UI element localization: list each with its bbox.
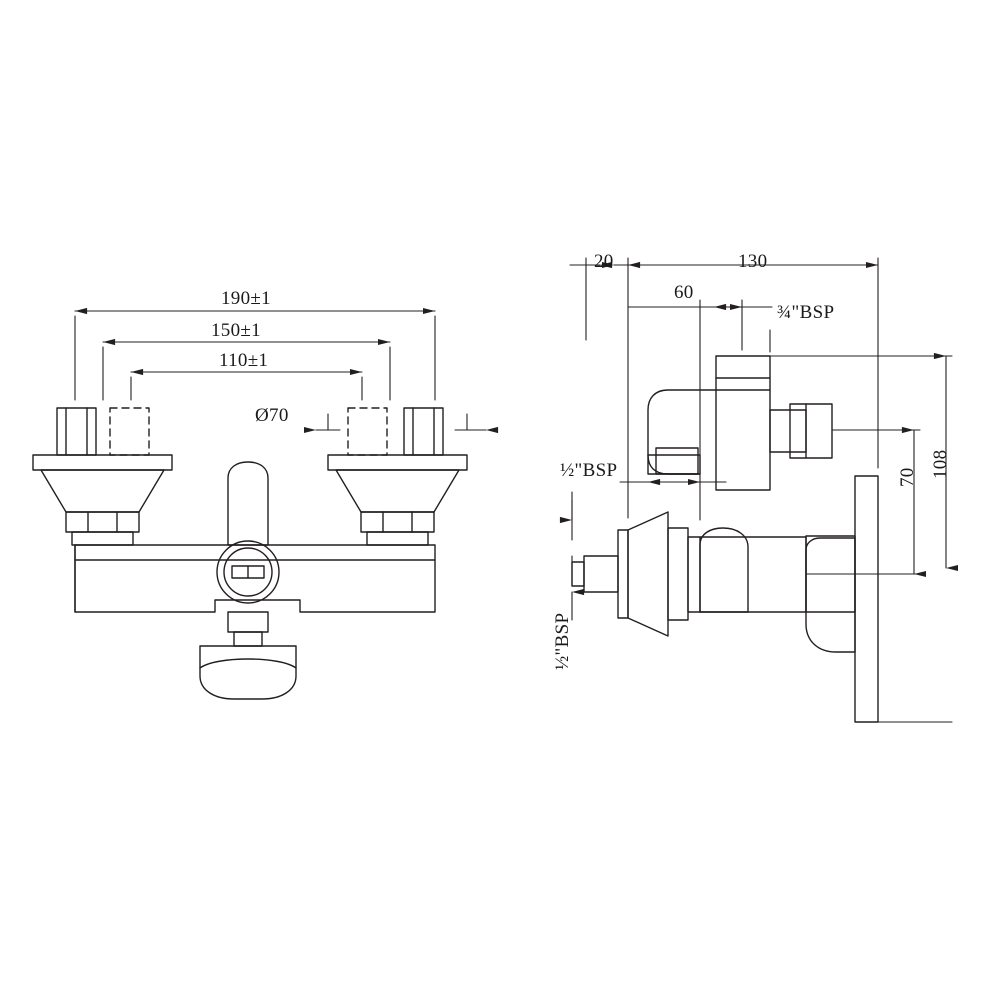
callout-half-bsp-bottom: ½"BSP	[552, 613, 609, 692]
dim-20: 20	[594, 251, 614, 272]
dim-108-text: 108	[930, 449, 951, 479]
side-view-geometry	[571, 355, 879, 723]
dim-130: 130	[738, 251, 768, 272]
dim-diameter-70: Ø70	[255, 405, 289, 426]
dim-190: 190±1	[221, 288, 271, 309]
dim-70: 70	[897, 467, 918, 509]
dim-70-text: 70	[897, 467, 918, 487]
dim-150: 150±1	[211, 320, 261, 341]
dim-110: 110±1	[219, 350, 269, 371]
dim-60: 60	[674, 282, 694, 303]
callout-half-bsp-left: ½"BSP	[560, 460, 618, 481]
dim-108: 108	[930, 450, 959, 501]
front-view-geometry	[32, 407, 468, 700]
callout-half-bsp-bottom-text: ½"BSP	[552, 612, 573, 670]
side-view-dimensions	[559, 257, 959, 723]
front-view-dimensions	[74, 307, 499, 434]
callout-three-quarter-bsp: ¾"BSP	[777, 302, 835, 323]
